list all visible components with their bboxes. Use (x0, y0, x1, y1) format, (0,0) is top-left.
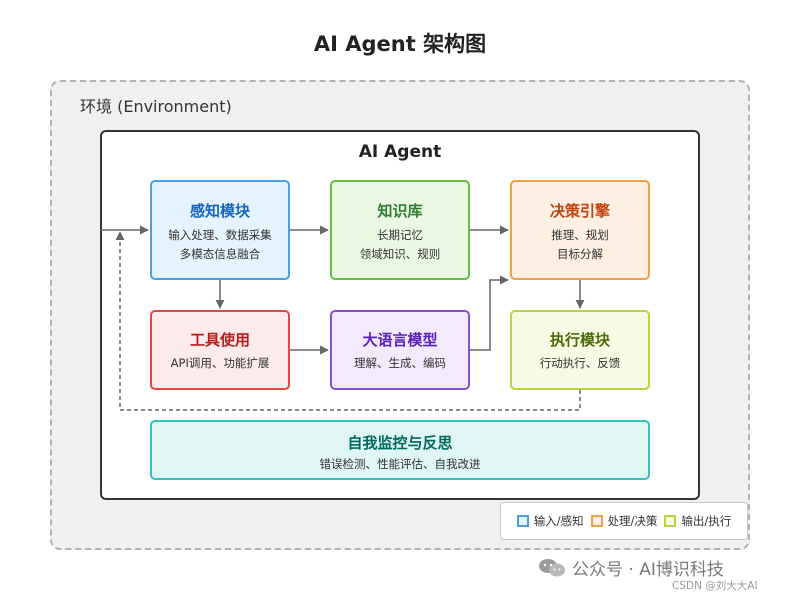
arrow-llm-to-decision (470, 275, 509, 351)
diagram-title: AI Agent 架构图 (313, 32, 487, 56)
legend-label-processing: 处理/决策 (607, 514, 658, 528)
monitor-desc: 错误检测、性能评估、自我改进 (319, 457, 481, 471)
arrow-feedback-loop (115, 231, 581, 411)
llm-module: 大语言模型 理解、生成、编码 (330, 310, 470, 390)
legend-swatch-output (664, 515, 677, 527)
legend-swatch-input (516, 515, 529, 527)
perception-title: 感知模块 (189, 202, 250, 220)
knowledge-desc-2: 领域知识、规则 (359, 247, 441, 261)
agent-label: AI Agent (358, 142, 442, 162)
llm-desc: 理解、生成、编码 (354, 356, 446, 370)
llm-title: 大语言模型 (362, 331, 438, 349)
watermark-text: 公众号 · AI博识科技 (572, 560, 724, 580)
legend-label-input: 输入/感知 (533, 514, 584, 528)
perception-module: 感知模块 输入处理、数据采集 多模态信息融合 (150, 180, 290, 280)
legend-swatch-processing (590, 515, 603, 527)
environment-label: 环境 (Environment) (80, 97, 232, 116)
decision-desc-1: 推理、规划 (551, 228, 609, 242)
decision-module: 决策引擎 推理、规划 目标分解 (510, 180, 650, 280)
tools-title: 工具使用 (189, 331, 250, 349)
monitor-module: 自我监控与反思 错误检测、性能评估、自我改进 (150, 420, 650, 480)
legend-label-output: 输出/执行 (681, 514, 732, 528)
perception-desc-1: 输入处理、数据采集 (168, 228, 272, 242)
execution-desc: 行动执行、反馈 (539, 356, 621, 370)
wechat-icon (538, 558, 566, 578)
monitor-title: 自我监控与反思 (347, 434, 453, 452)
legend-item-processing: 处理/决策 (590, 513, 658, 529)
perception-desc-2: 多模态信息融合 (179, 247, 261, 261)
watermark-credit: CSDN @刘大大AI (672, 580, 758, 592)
legend-item-output: 输出/执行 (664, 513, 731, 529)
legend: 输入/感知 处理/决策 输出/执行 (500, 502, 748, 540)
execution-module: 执行模块 行动执行、反馈 (510, 310, 650, 390)
knowledge-title: 知识库 (377, 202, 423, 220)
knowledge-module: 知识库 长期记忆 领域知识、规则 (330, 180, 470, 280)
legend-item-input: 输入/感知 (516, 513, 584, 529)
tools-module: 工具使用 API调用、功能扩展 (150, 310, 290, 390)
watermark: 公众号 · AI博识科技 (538, 555, 724, 580)
decision-desc-2: 目标分解 (557, 247, 603, 261)
execution-title: 执行模块 (549, 331, 610, 349)
tools-desc: API调用、功能扩展 (170, 356, 270, 370)
knowledge-desc-1: 长期记忆 (377, 228, 423, 242)
decision-title: 决策引擎 (549, 202, 610, 220)
